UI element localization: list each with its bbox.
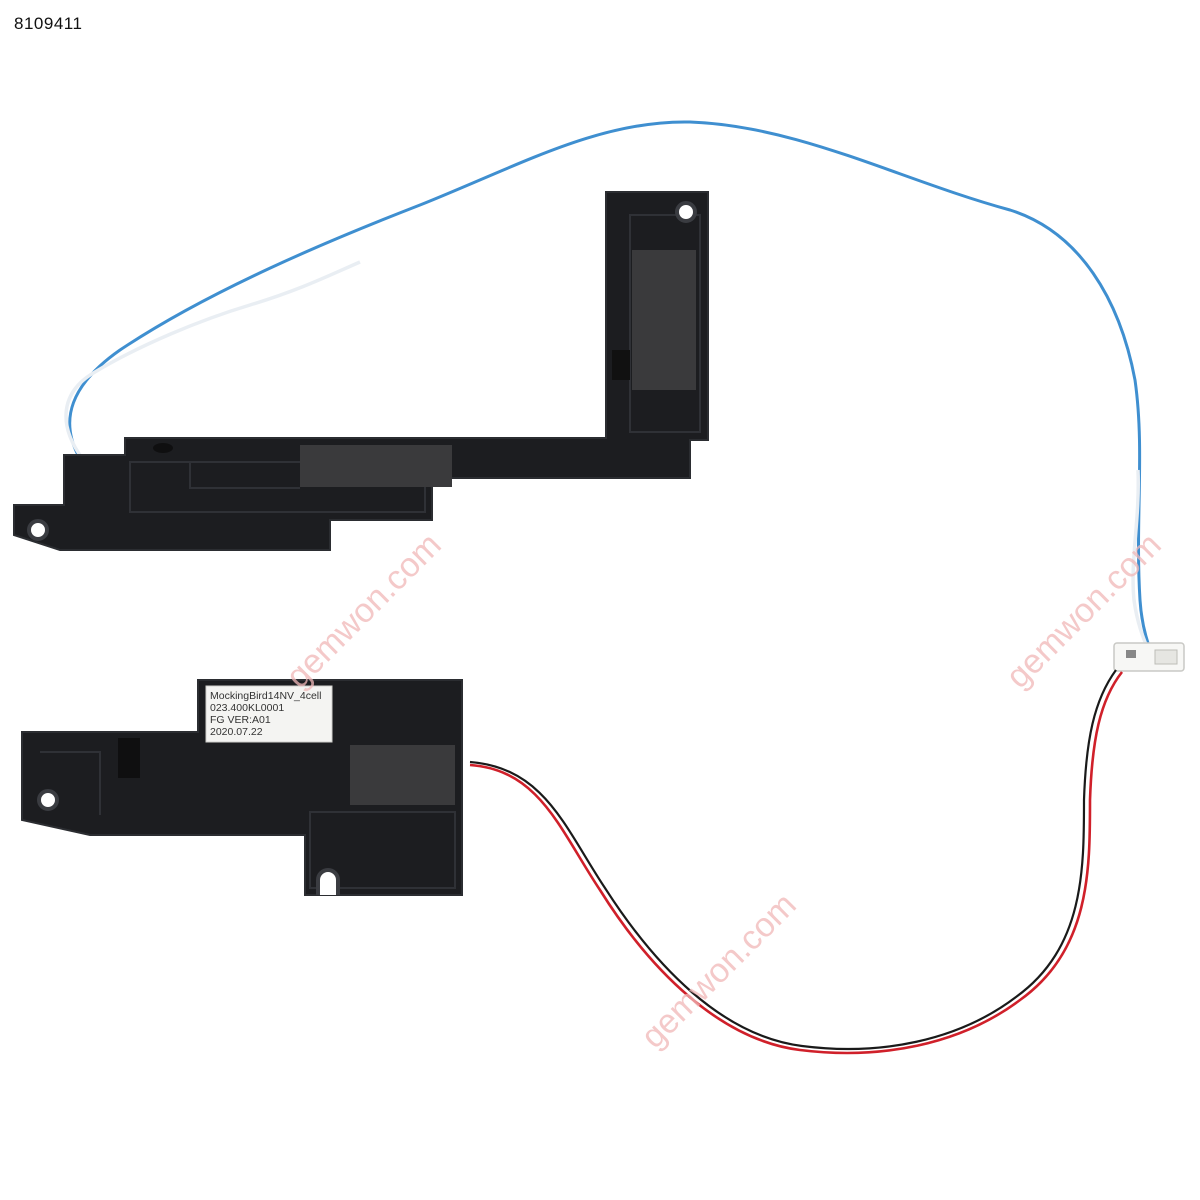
label-line-3: FG VER:A01 bbox=[210, 714, 271, 726]
product-label: MockingBird14NV_4cell 023.400KL0001 FG V… bbox=[205, 685, 333, 743]
red-wire bbox=[469, 671, 1124, 1055]
lower-speaker: MockingBird14NV_4cell 023.400KL0001 FG V… bbox=[21, 679, 463, 896]
foam-pad bbox=[300, 445, 452, 487]
label-line-4: 2020.07.22 bbox=[210, 726, 263, 738]
foam-pad bbox=[350, 745, 455, 805]
mounting-slot bbox=[316, 868, 340, 895]
upper-speaker bbox=[13, 191, 709, 551]
watermark: gemwon.com bbox=[634, 886, 804, 1056]
black-wire bbox=[469, 669, 1117, 1051]
mounting-hole bbox=[675, 201, 697, 223]
product-sku: 8109411 bbox=[14, 14, 83, 33]
mounting-hole bbox=[37, 789, 59, 811]
speaker-cable bbox=[64, 120, 1185, 1055]
blue-wire bbox=[68, 120, 1157, 661]
cable-connector bbox=[1113, 642, 1185, 672]
watermark: gemwon.com bbox=[279, 526, 449, 696]
mounting-hole bbox=[27, 519, 49, 541]
label-line-2: 023.400KL0001 bbox=[210, 702, 284, 714]
foam-pad bbox=[632, 250, 696, 390]
label-line-1: MockingBird14NV_4cell bbox=[210, 690, 321, 702]
